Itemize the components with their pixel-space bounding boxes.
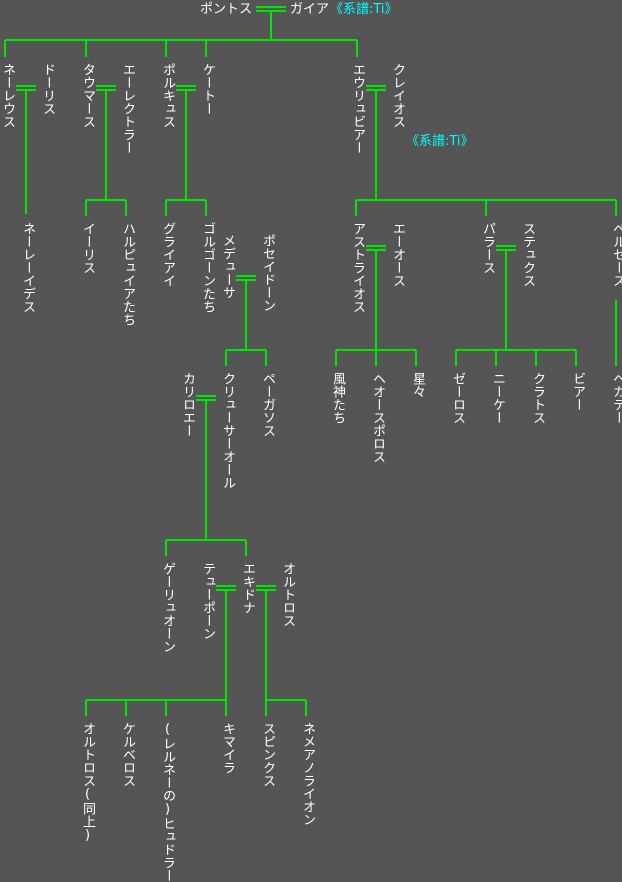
name-harpyiai: ハルピュイアたち [120,222,135,326]
name-bia: ビアー [570,372,585,411]
name-doris: ドーリス [40,63,55,115]
top-right-parent: ガイア [290,2,329,17]
name-hydra: (レルネーの)ヒュドラー [160,722,175,882]
name-hekate: ヘカテー [610,372,622,424]
name-iris: イーリス [80,222,95,274]
name-nemean-lion: ネメアノライオン [300,722,315,826]
name-pegasos: ペーガソス [260,372,275,437]
name-eos: エーオース [390,222,405,287]
name-heosphoros: ヘオースポロス [370,372,385,463]
name-phorkys: ポルキュス [160,63,175,128]
name-medusa: メデューサ [220,234,235,299]
name-winds: 風神たち [330,372,345,424]
name-sphinx: スピンクス [260,722,275,787]
name-nereus: ネーレウス [0,63,15,128]
name-graiai: グライアイ [160,222,175,287]
name-kleios: クレイオス [390,63,405,128]
name-stars: 星々 [410,372,425,398]
kleios-genealogy-link[interactable]: 《系譜:Ti》 [406,134,474,149]
name-nike: ニーケー [490,372,505,424]
name-eurybia: エウリュビアー [350,63,365,154]
name-styx: ステュクス [520,222,535,287]
name-kallirhoe: カリロエー [180,372,195,437]
name-orthros: オルトロス [280,562,295,627]
name-geryoneus: ゲーリュオーン [160,562,175,653]
name-perses: ペルセース [610,222,622,287]
top-left-parent: ポントス [200,2,252,17]
name-poseidon: ポセイドーン [260,234,275,312]
name-kerberos: ケルベロス [120,722,135,787]
name-typhon: テューポーン [200,562,215,640]
name-gorgones: ゴルゴーンたち [200,222,215,313]
name-keto: ケートー [200,63,215,115]
name-pallas: パラース [480,222,495,274]
genealogy-tree-lines: ポントス ガイア 《系譜:Ti》 《系譜:Ti》 [4,2,617,716]
name-echidna: エキドナ [240,562,255,614]
name-chimaira: キマイラ [220,722,235,774]
name-elektra: エーレクトラー [120,63,135,154]
name-nereides: ネーレーイデス [20,222,35,313]
top-genealogy-link[interactable]: 《系譜:Ti》 [330,2,398,17]
name-orthros-same: オルトロス(同上) [80,722,95,843]
name-thaumas: タウマース [80,63,95,128]
name-kratos: クラトス [530,372,545,424]
name-astraios: アストライオス [350,222,365,313]
name-zelos: ゼーロス [450,372,465,424]
name-chrysaor: クリューサーオール [220,372,235,489]
